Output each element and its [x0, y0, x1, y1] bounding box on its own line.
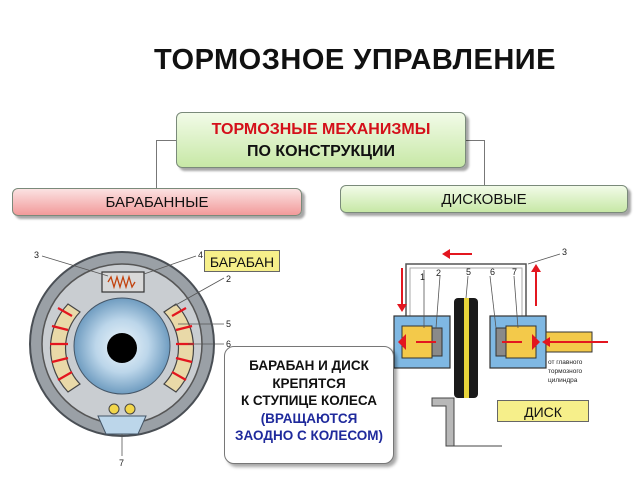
disc-label-tag: ДИСК: [497, 400, 589, 422]
pivot-pin-left: [108, 403, 120, 415]
disc-callout-5: 5: [466, 267, 471, 277]
brake-mechanisms-box: ТОРМОЗНЫЕ МЕХАНИЗМЫ ПО КОНСТРУКЦИИ: [176, 112, 466, 168]
drum-callout-3: 3: [34, 250, 39, 260]
hydraulic-line: [405, 263, 527, 326]
disc-type-box: ДИСКОВЫЕ: [340, 185, 628, 213]
master-cylinder-text-3: цилиндра: [548, 377, 578, 384]
drum-type-box: БАРАБАННЫЕ: [12, 188, 302, 216]
brake-shoe-left: [49, 303, 81, 393]
drum-callout-6: 6: [226, 339, 231, 349]
disc-brake-diagram: 1 2 5 6 7 3 от главного тормозного цилин…: [393, 247, 608, 447]
main-box-line1: ТОРМОЗНЫЕ МЕХАНИЗМЫ: [211, 121, 431, 138]
axle-hole: [107, 333, 137, 363]
arrow-left-head: [398, 334, 406, 350]
anchor-block: [97, 415, 147, 435]
disc-callout-3: 3: [562, 247, 567, 257]
note-line4: (ВРАЩАЮТСЯ: [260, 410, 358, 426]
master-cylinder-text-2: тормозного: [548, 368, 583, 375]
note-line3: К СТУПИЦЕ КОЛЕСА: [240, 393, 378, 408]
note-line2: КРЕПЯТСЯ: [272, 375, 346, 391]
drum-callout-2: 2: [226, 274, 231, 284]
wheel-cylinder: [101, 271, 145, 293]
disc-callout-7: 7: [512, 267, 517, 277]
disc-callout-1: 1: [420, 272, 425, 282]
mounting-note: БАРАБАН И ДИСК КРЕПЯТСЯ К СТУПИЦЕ КОЛЕСА…: [224, 346, 394, 464]
drum-brake-diagram: 3 4 2 5 6 7: [29, 250, 231, 468]
connector-right: [466, 140, 485, 186]
disc-callout-6: 6: [490, 267, 495, 277]
arrow-right-head: [532, 334, 540, 350]
connector-left: [156, 140, 177, 189]
drum-label-tag: БАРАБАН: [204, 250, 280, 272]
main-box-line2: ПО КОНСТРУКЦИИ: [247, 143, 395, 160]
page-title: ТОРМОЗНОЕ УПРАВЛЕНИЕ: [154, 44, 556, 76]
brake-shoe-right: [163, 303, 195, 393]
cylinder-spring: [107, 274, 136, 290]
drum-callout-4: 4: [198, 250, 203, 260]
disc-callout-2: 2: [436, 268, 441, 278]
note-line1: БАРАБАН И ДИСК: [249, 358, 369, 373]
hub-bracket: [431, 397, 455, 447]
master-cylinder-text-1: от главного: [548, 359, 583, 366]
pivot-pin-right: [124, 403, 136, 415]
drum-callout-7: 7: [119, 458, 124, 468]
drum-callout-5: 5: [226, 319, 231, 329]
note-line5: ЗАОДНО С КОЛЕСОМ): [234, 428, 383, 443]
